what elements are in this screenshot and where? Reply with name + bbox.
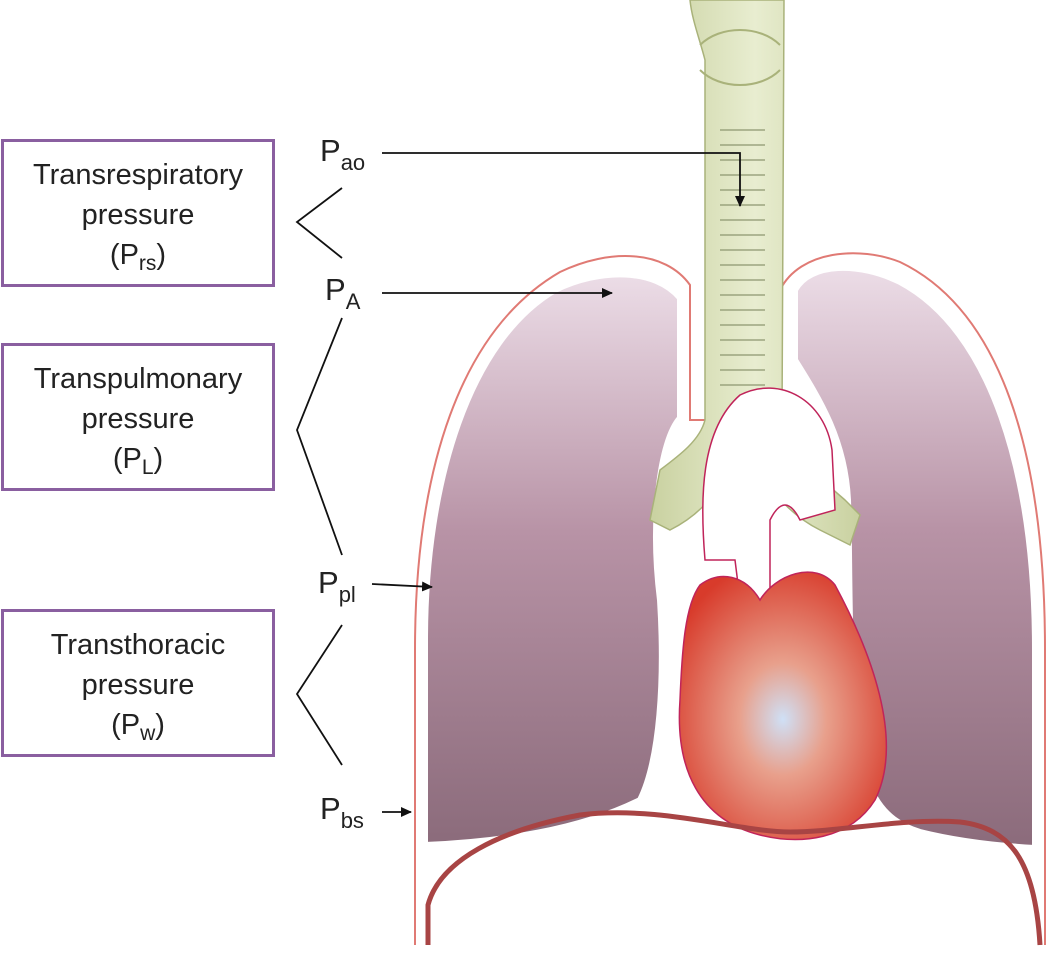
bracket-lines <box>295 187 343 766</box>
box-symbol: (Prs) <box>109 239 167 275</box>
box-line1: Transpulmonary <box>33 363 243 395</box>
diaphragm <box>425 810 1043 946</box>
box-line2: pressure <box>81 199 195 231</box>
pleural-pressure-label: Ppl <box>318 565 356 607</box>
box-symbol: (Pw) <box>111 709 165 745</box>
box-symbol: (PL) <box>112 443 164 479</box>
arrow-pleural <box>371 581 433 592</box>
left-lung <box>422 271 683 849</box>
body-surface-pressure-label: Pbs <box>320 791 364 833</box>
arrow-airway-opening <box>382 152 745 207</box>
box-line2: pressure <box>81 403 195 435</box>
transrespiratory-pressure-box: Transrespiratory pressure (Prs) <box>1 139 275 287</box>
box-line1: Transrespiratory <box>32 159 244 191</box>
box-line2: pressure <box>81 669 195 701</box>
alveolar-pressure-label: PA <box>325 272 361 314</box>
transthoracic-pressure-box: Transthoracic pressure (Pw) <box>1 609 275 757</box>
great-vessels <box>702 387 836 601</box>
airway-opening-pressure-label: Pao <box>320 133 366 175</box>
transpulmonary-pressure-box: Transpulmonary pressure (PL) <box>1 343 275 491</box>
heart <box>678 571 888 841</box>
larynx-outline <box>699 29 781 86</box>
box-line1: Transthoracic <box>50 629 226 661</box>
pointer-arrows <box>371 152 745 817</box>
trachea-rings <box>720 129 765 386</box>
